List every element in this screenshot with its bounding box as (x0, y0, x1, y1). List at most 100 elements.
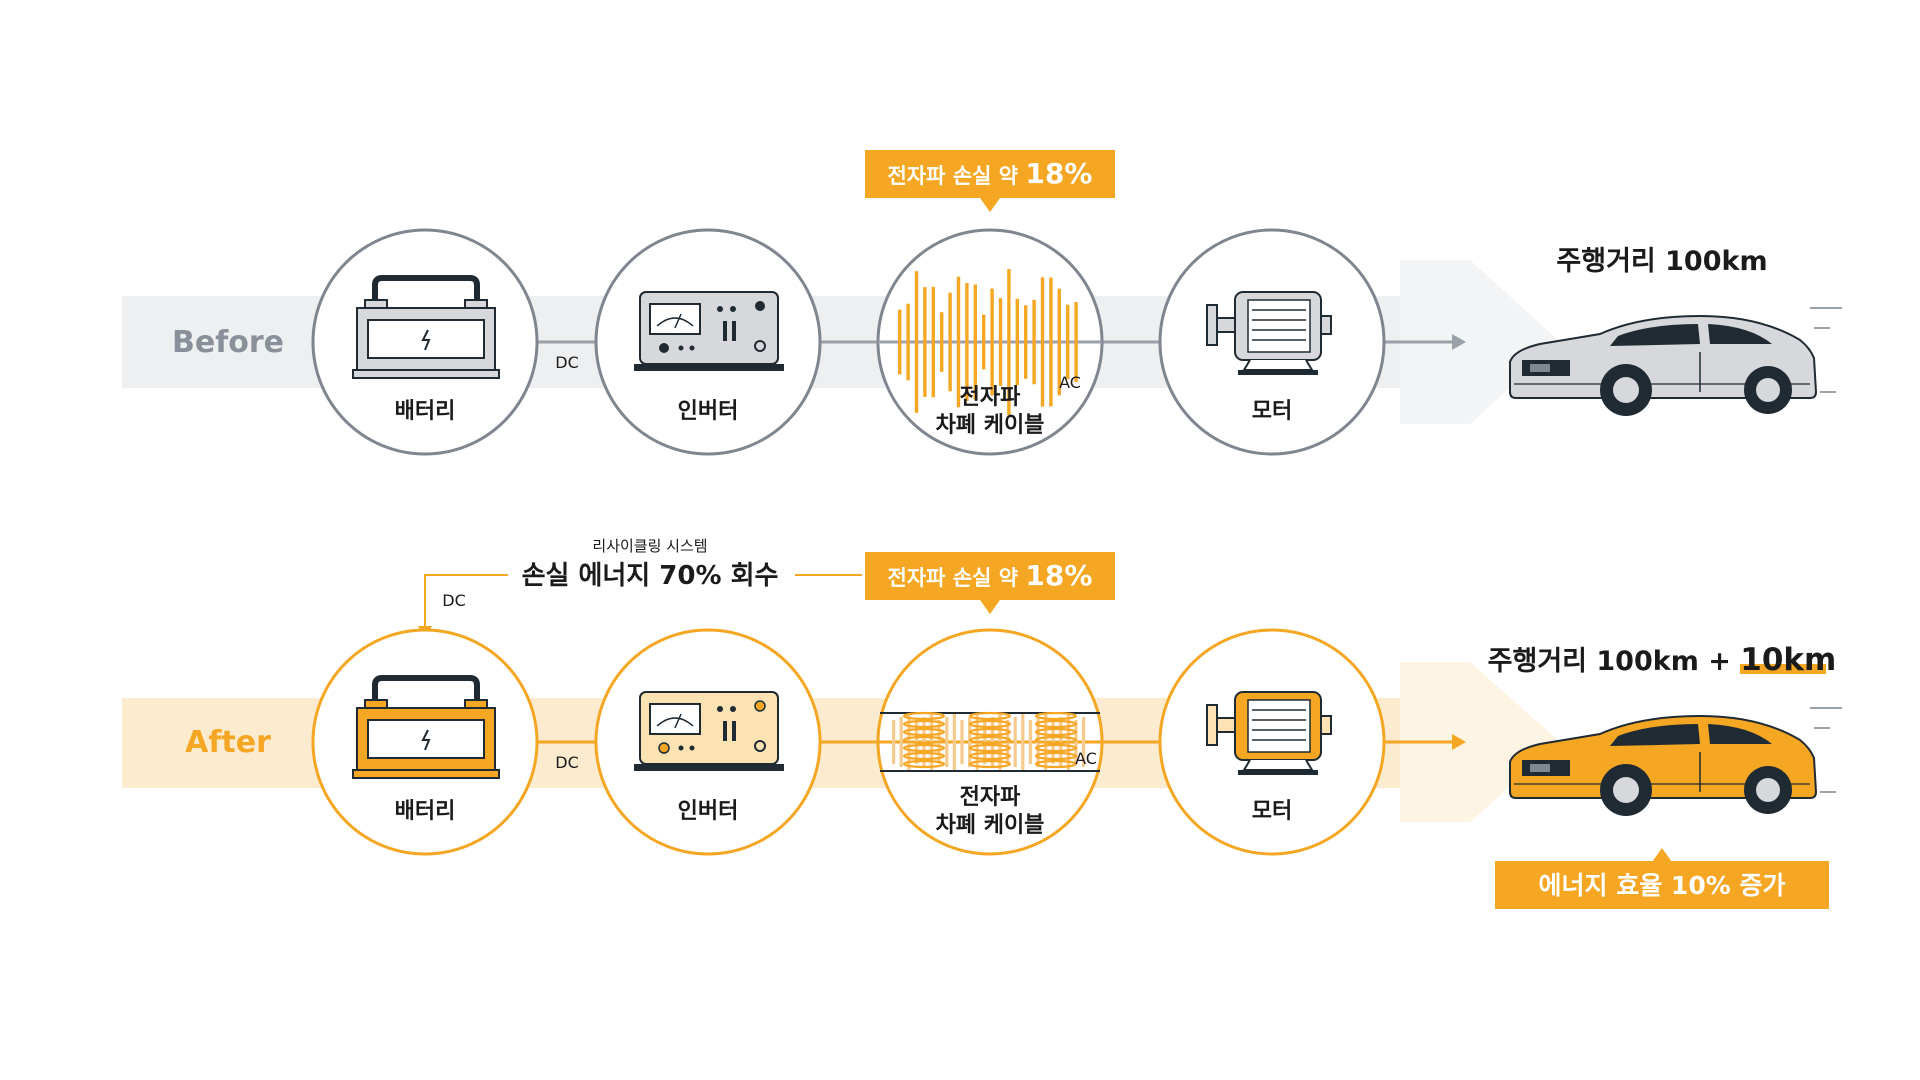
before-range-label: 주행거리 100km (1556, 246, 1767, 277)
before-battery-label: 배터리 (395, 399, 456, 424)
shield-bar (1082, 717, 1086, 767)
before-cable-node: AC 전자파 차폐 케이블 (876, 228, 1104, 456)
wave-bar (956, 276, 961, 408)
after-motor-label: 모터 (1252, 799, 1292, 824)
wave-bar (948, 292, 952, 392)
wave-bar (906, 303, 910, 381)
wave-bar (973, 284, 977, 400)
before-loss-text: 전자파 손실 약 (888, 164, 1026, 188)
after-battery-node: 배터리 (311, 628, 539, 856)
shield-bar (968, 717, 972, 767)
wave-bar (965, 283, 969, 401)
inverter-icon (634, 691, 784, 771)
shield-bar (899, 717, 903, 767)
shield-coil (968, 759, 1012, 769)
wave-bar (1032, 299, 1036, 385)
shield-bar (1013, 717, 1017, 767)
after-range-label: 주행거리 100km (1488, 646, 1699, 677)
shield-coil (968, 711, 1012, 721)
after-dc-label: DC (555, 753, 579, 772)
shield-bar (892, 720, 896, 764)
before-arrowhead (1452, 334, 1466, 350)
shield-coil (968, 751, 1012, 761)
wave-bar (940, 312, 944, 372)
after-row: After DC DC 리사이클링 시스템 손실 에너지 70% 회수 (122, 537, 1842, 909)
after-loss-badge: 전자파 손실 약 18% (865, 552, 1115, 614)
after-band-arrow (1400, 662, 1560, 822)
after-inverter-label: 인버터 (678, 799, 739, 824)
recycle-energy-big: 손실 에너지 70% 회수 (522, 561, 779, 591)
emi-wave-icon (898, 269, 1078, 415)
wave-bar (1024, 305, 1028, 379)
shield-coil (968, 735, 1012, 745)
range-extra-highlight (1740, 664, 1826, 674)
wave-bar (1007, 269, 1011, 415)
battery-icon (352, 675, 500, 779)
wave-bar (914, 271, 919, 413)
svg-text:주행거리 100km + 10km: 주행거리 100km + 10km (1488, 642, 1837, 678)
shield-coil (968, 727, 1012, 737)
before-car-icon (1509, 307, 1842, 416)
wave-bar (898, 309, 902, 375)
shield-coil (902, 735, 946, 745)
efficiency-badge: 에너지 효율 10% 증가 (1495, 848, 1829, 909)
shield-bar (945, 717, 949, 767)
wave-bar (1040, 277, 1045, 407)
svg-text:전자파 손실 약 18%: 전자파 손실 약 18% (888, 157, 1093, 190)
shielded-cable-icon (892, 711, 1086, 770)
recycle-dc-label: DC (442, 591, 466, 610)
before-loss-badge: 전자파 손실 약 18% (865, 150, 1115, 212)
before-row-label: Before (172, 325, 284, 360)
wave-bar (1074, 302, 1078, 382)
shield-coil (968, 743, 1012, 753)
shield-coil (1034, 727, 1078, 737)
wave-bar (931, 286, 935, 398)
wave-bar (1015, 298, 1019, 386)
after-car-icon (1509, 707, 1842, 816)
after-battery-label: 배터리 (395, 799, 456, 824)
after-loss-text: 전자파 손실 약 (888, 566, 1026, 590)
before-cable-label-line2: 차폐 케이블 (936, 413, 1045, 438)
wave-bar (998, 298, 1003, 386)
before-motor-node: 모터 (1158, 228, 1386, 456)
wave-bar (923, 287, 927, 397)
shield-bar (960, 720, 964, 764)
after-range-extra: 10km (1740, 642, 1836, 678)
shield-coil (902, 711, 946, 721)
wave-bar (982, 314, 986, 370)
shield-coil (1034, 751, 1078, 761)
after-cable-node: AC 전자파 차폐 케이블 (876, 628, 1104, 856)
motor-icon (1206, 291, 1332, 375)
wave-bar (990, 288, 994, 396)
after-range-plus: + (1708, 646, 1731, 677)
shield-coil (1034, 711, 1078, 721)
before-band-arrow (1400, 260, 1560, 424)
after-motor-node: 모터 (1158, 628, 1386, 856)
shield-bar (952, 714, 956, 770)
recycle-system-small: 리사이클링 시스템 (592, 537, 707, 555)
before-inverter-label: 인버터 (678, 399, 739, 424)
inverter-icon (634, 291, 784, 371)
svg-text:전자파 손실 약 18%: 전자파 손실 약 18% (888, 559, 1093, 592)
efficiency-badge-text: 에너지 효율 10% 증가 (1539, 871, 1786, 900)
before-loss-value: 18% (1025, 157, 1092, 190)
shield-coil (968, 719, 1012, 729)
shield-coil (902, 759, 946, 769)
before-row: Before DC 배터리 (122, 150, 1842, 456)
battery-icon (352, 275, 500, 379)
wave-bar (1066, 304, 1070, 380)
after-row-label: After (185, 725, 271, 760)
after-cable-label-line1: 전자파 (960, 785, 1021, 810)
after-arrowhead (1452, 734, 1466, 750)
after-inverter-node: 인버터 (594, 628, 822, 856)
wave-bar (1057, 288, 1061, 396)
before-cable-label-line1: 전자파 (960, 385, 1021, 410)
shield-bar (1074, 720, 1078, 764)
shield-coil (1034, 719, 1078, 729)
shield-coil (1034, 759, 1078, 769)
after-cable-label-line2: 차폐 케이블 (936, 813, 1045, 838)
before-battery-node: 배터리 (311, 228, 539, 456)
after-ac-label: AC (1075, 749, 1097, 768)
shield-coil (902, 719, 946, 729)
